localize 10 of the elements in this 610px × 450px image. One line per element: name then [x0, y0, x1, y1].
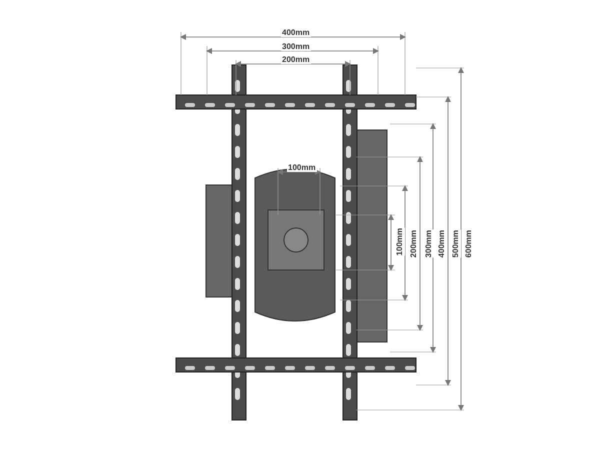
dimension-label: 600mm [463, 230, 474, 258]
dimension-label: 400mm [436, 230, 447, 258]
dimension-label: 300mm [423, 230, 434, 258]
dimension-label: 300mm [281, 42, 311, 51]
dimension-label: 200mm [281, 55, 311, 64]
dimension-label: 100mm [287, 163, 317, 172]
dimension-label: 400mm [281, 28, 311, 37]
dimension-label: 100mm [394, 228, 405, 256]
dimension-label: 200mm [408, 230, 419, 258]
dimension-label: 500mm [450, 230, 461, 258]
